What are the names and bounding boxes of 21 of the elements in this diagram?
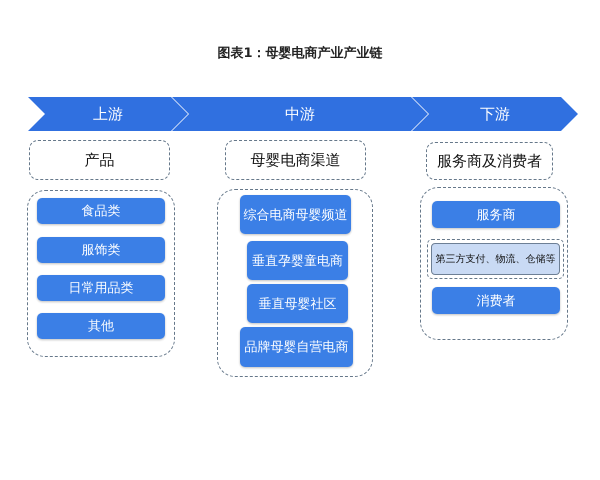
item-box: 服务商 [432,201,560,228]
group-container [217,189,373,377]
item-box: 日常用品类 [37,275,165,301]
category-heading: 产品 [29,140,170,180]
group-container [27,190,175,357]
item-box: 垂直孕婴童电商 [247,241,348,280]
item-box: 食品类 [37,198,165,224]
stage-label: 下游 [480,104,510,124]
item-box: 品牌母婴自营电商 [240,327,353,367]
item-box: 垂直母婴社区 [247,284,348,323]
category-heading: 母婴电商渠道 [225,140,366,180]
item-box: 综合电商母婴频道 [240,195,351,234]
item-box: 消费者 [432,287,560,314]
category-heading: 服务商及消费者 [426,142,553,180]
item-box: 其他 [37,313,165,339]
stage-label: 上游 [93,104,123,124]
title: 图表1：母婴电商产业产业链 [216,44,384,62]
group-container [420,187,568,340]
stage-label: 中游 [285,104,315,124]
item-box: 服饰类 [37,237,165,263]
note-box: 第三方支付、物流、仓储等 [431,243,560,275]
